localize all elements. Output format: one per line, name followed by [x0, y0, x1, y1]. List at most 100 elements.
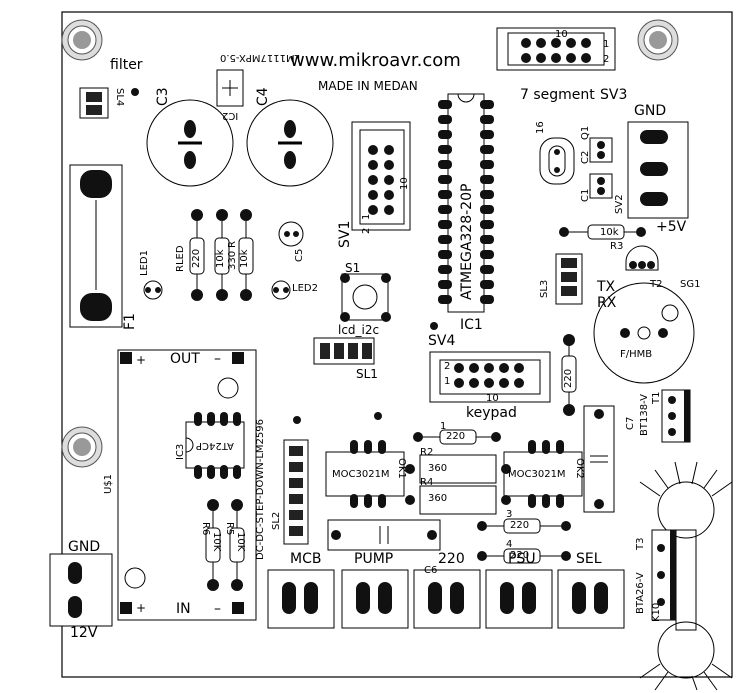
mounting-hole-tr — [637, 19, 679, 61]
rled-label: RLED — [175, 245, 186, 272]
sv2-power-connector — [627, 121, 689, 219]
v220-label: 220 — [438, 551, 465, 567]
led1 — [143, 280, 163, 300]
c6-label: C6 — [424, 565, 438, 576]
sv1-label: SV1 — [337, 220, 353, 248]
made-in-text: MADE IN MEDAN — [318, 79, 418, 93]
r4b-resistor — [477, 548, 571, 564]
c7-label: C7 — [625, 416, 636, 430]
sv1-header — [351, 121, 411, 231]
t3-label: T3 — [635, 537, 646, 550]
lm1117-label: LM1117MPX-5.0 — [220, 52, 301, 63]
kp-pin2: 2 — [444, 361, 451, 372]
v12-label: 12V — [70, 625, 98, 641]
sv4-keypad-header — [429, 351, 551, 403]
c4-capacitor — [246, 99, 334, 187]
ic1-label: IC1 — [460, 317, 483, 333]
r4-label: R4 — [420, 477, 434, 488]
sl4-label: SL4 — [114, 88, 125, 107]
sl3-label: SL3 — [539, 279, 550, 298]
r6-label: R6 — [200, 522, 211, 536]
r5-r6-resistors — [205, 505, 245, 585]
c6-capacitor — [327, 519, 441, 551]
ok2-label: OK2 — [574, 458, 585, 479]
atmega-pin — [438, 265, 452, 274]
r6-value: 10K — [211, 532, 222, 552]
terminal-pump — [341, 569, 409, 629]
terminal-12v — [49, 553, 113, 627]
mounting-hole-ml — [61, 426, 103, 468]
t2-label: T2 — [650, 279, 663, 290]
atmega-pin — [480, 250, 494, 259]
c2-capacitor — [589, 137, 613, 163]
sg1-label: SG1 — [680, 279, 701, 290]
terminal-psu — [485, 569, 553, 629]
r1-resistor — [413, 429, 501, 445]
ic2-label: IC2 — [222, 110, 239, 121]
sl4-connector — [79, 87, 109, 119]
r-keypad-220 — [561, 334, 577, 416]
filter-label: filter — [110, 57, 143, 73]
led2-label: LED2 — [292, 283, 318, 294]
kp-pin1: 1 — [444, 376, 451, 387]
crystal-16mhz — [539, 137, 575, 185]
r4b-num: 4 — [506, 539, 513, 550]
r4-value: 360 — [428, 493, 448, 504]
r-10k-value: 10k — [215, 249, 226, 268]
keypad-label: keypad — [466, 405, 517, 421]
plus5v-label: +5V — [656, 219, 687, 235]
sv2-label: SV2 — [614, 194, 625, 214]
bta26-label: BTA26-V — [635, 572, 646, 614]
atmega-pin — [438, 190, 452, 199]
lcd-i2c-label: lcd_i2c — [338, 323, 380, 337]
sv1-10: 10 — [399, 177, 410, 190]
s1-switch — [340, 273, 391, 322]
atmega-pin — [438, 280, 452, 289]
dcdc-minus-bot: – — [214, 601, 221, 617]
atmega-pin — [438, 145, 452, 154]
dcdc-minus-top: – — [214, 351, 221, 367]
c3-capacitor — [146, 99, 234, 187]
tx-label: TX — [597, 279, 616, 295]
sv3-label: SV3 — [600, 87, 628, 103]
t1-triac — [661, 389, 691, 443]
q1-label: Q1 — [580, 125, 591, 140]
atmega-pin — [438, 175, 452, 184]
atmega-label: ATMEGA328-20P — [459, 183, 475, 300]
atmega-pin — [438, 160, 452, 169]
r2-resistor — [405, 454, 511, 484]
moc1-label: MOC3021M — [332, 469, 390, 480]
sv3-pin2: 2 — [603, 54, 610, 65]
rled-value: 220 — [191, 248, 202, 268]
dcdc-out-label: OUT — [170, 351, 200, 367]
r3b-num: 3 — [506, 509, 513, 520]
r1-num: 1 — [440, 421, 447, 432]
k10-label: K10 — [651, 602, 662, 622]
t1-label: T1 — [651, 391, 662, 404]
c7-capacitor — [583, 405, 615, 513]
pump-label: PUMP — [354, 551, 394, 567]
c4-label: C4 — [255, 87, 271, 106]
c1-capacitor — [589, 173, 613, 199]
gnd-top-label: GND — [634, 103, 667, 119]
dcdc-module — [117, 349, 257, 621]
led1-label: LED1 — [139, 250, 150, 276]
sl2-label: SL2 — [271, 511, 282, 530]
r-330-value: 330 — [227, 250, 238, 270]
terminal-sel — [557, 569, 625, 629]
ic3-label: IC3 — [175, 443, 186, 460]
atmega-pin — [480, 115, 494, 124]
heatsink — [639, 461, 733, 691]
r3-resistor — [559, 224, 646, 240]
atmega-pin — [438, 295, 452, 304]
dcdc-plus-bot: + — [136, 601, 147, 615]
r5-label: R5 — [224, 522, 235, 536]
atmega-pin — [438, 250, 452, 259]
r2-label: R2 — [420, 447, 434, 458]
sl1-label: SL1 — [356, 367, 378, 381]
terminal-220 — [413, 569, 481, 629]
sl3-connector — [555, 253, 583, 305]
sv1-pin1: 1 — [361, 213, 372, 220]
url-text: www.mikroavr.com — [290, 50, 461, 71]
